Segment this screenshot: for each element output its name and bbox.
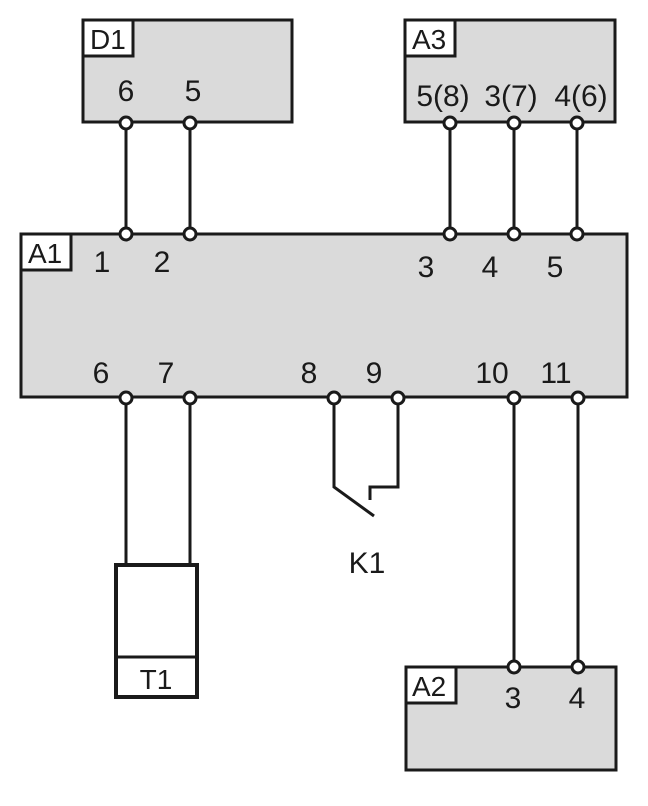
- block-d1-label-box: [81, 18, 135, 58]
- terminal-dot: [506, 390, 522, 406]
- a1-pin-7: 7: [158, 357, 175, 390]
- a1-pin-10: 10: [475, 357, 508, 390]
- terminal-dot: [442, 226, 458, 242]
- terminal-dot: [118, 115, 134, 131]
- terminal-dot: [182, 390, 198, 406]
- block-d1: D1 6 5: [81, 18, 294, 124]
- a2-pin-3: 3: [505, 682, 522, 715]
- a3-pin-5-8: 5(8): [416, 80, 469, 113]
- block-a1-body: [19, 232, 629, 399]
- a3-pin-3-7: 3(7): [484, 80, 537, 113]
- block-a2-label: A2: [412, 671, 446, 702]
- terminal-dot: [506, 659, 522, 675]
- terminal-dot: [569, 115, 585, 131]
- t1-body: [114, 563, 199, 699]
- terminal-dot: [506, 115, 522, 131]
- a2-pin-4: 4: [569, 682, 586, 715]
- terminal-dot: [182, 115, 198, 131]
- terminal-dot: [390, 390, 406, 406]
- terminal-dot: [569, 226, 585, 242]
- a1-pin-5: 5: [547, 251, 564, 284]
- block-a1-label-box: [19, 232, 73, 272]
- block-a3-label-box: [403, 18, 457, 58]
- block-a1-label: A1: [28, 238, 62, 269]
- a1-pin-9: 9: [366, 357, 383, 390]
- block-a1: A1 1 2 3 4 5 6 7 8 9 10 11: [19, 232, 629, 399]
- t1-label: T1: [140, 664, 173, 695]
- terminals: [118, 115, 586, 675]
- switch-k1-contact: [368, 398, 400, 500]
- d1-pin-5: 5: [185, 75, 202, 108]
- switch-k1: [332, 398, 400, 518]
- component-t1: T1: [114, 563, 199, 699]
- a1-pin-4: 4: [482, 251, 499, 284]
- a1-pin-1: 1: [94, 246, 111, 279]
- a1-pin-2: 2: [154, 246, 171, 279]
- switch-k1-label: K1: [349, 547, 386, 580]
- block-a2-label-box: [404, 665, 458, 705]
- terminal-dot: [506, 226, 522, 242]
- terminal-dot: [570, 390, 586, 406]
- a1-pin-8: 8: [301, 357, 318, 390]
- wires: [124, 123, 580, 667]
- a1-pin-11: 11: [540, 357, 571, 390]
- a1-pin-6: 6: [93, 357, 110, 390]
- terminal-dot: [118, 390, 134, 406]
- block-a2: A2 3 4: [404, 665, 618, 772]
- block-a3-label: A3: [412, 24, 446, 55]
- block-a3: A3 5(8) 3(7) 4(6): [403, 18, 617, 124]
- switch-k1-blade: [332, 398, 375, 518]
- terminal-dot: [442, 115, 458, 131]
- terminal-dot: [326, 390, 342, 406]
- terminal-dot: [570, 659, 586, 675]
- block-d1-label: D1: [90, 24, 126, 55]
- terminal-dot: [182, 226, 198, 242]
- a3-pin-4-6: 4(6): [554, 80, 607, 113]
- terminal-dot: [118, 226, 134, 242]
- a1-pin-3: 3: [418, 251, 435, 284]
- d1-pin-6: 6: [118, 75, 135, 108]
